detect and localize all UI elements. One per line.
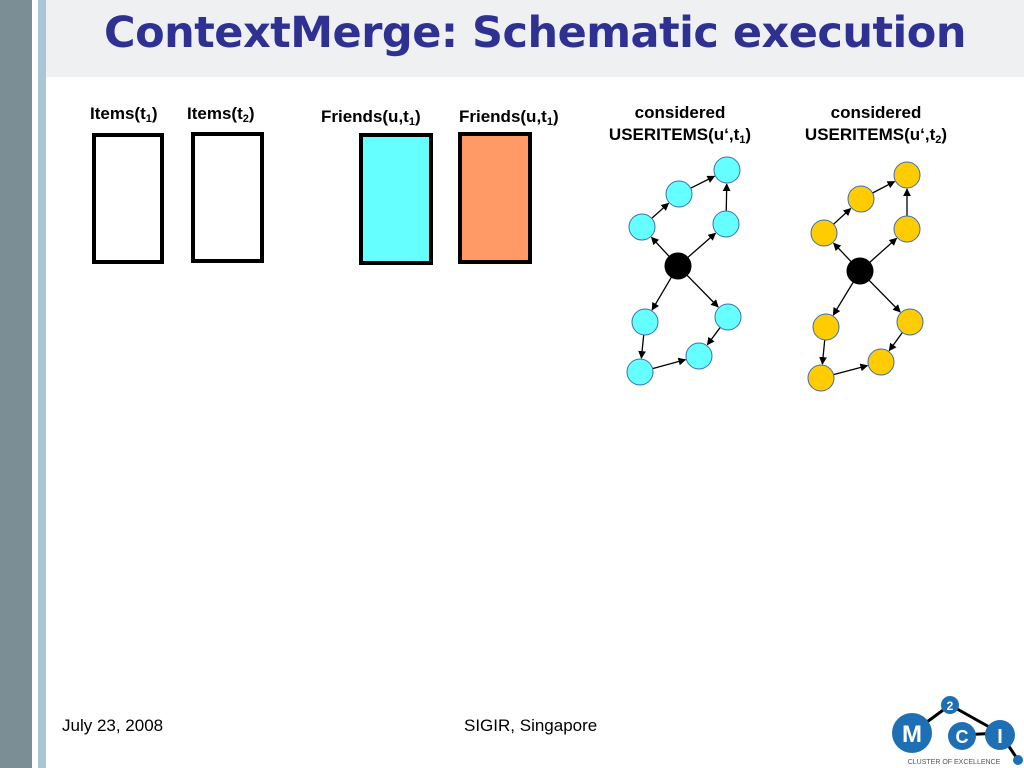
graph-node [810,219,838,247]
graph-node [665,180,693,208]
items-t2-box [191,132,264,263]
left-decoration-bar-dark [0,0,32,768]
graph-node [628,213,656,241]
graph-edge-arrow [872,180,896,194]
graph-edge-arrow [722,183,731,212]
logo-m-node [892,713,932,753]
graph-edge-arrow [650,236,670,257]
graph-node [712,210,740,238]
label-friends-2: Friends(u,t1) [459,107,559,128]
logo-i-node [985,720,1015,750]
graph-node [713,156,741,184]
graph-edge-arrow [833,242,852,263]
title-band [46,0,1024,77]
logo-2-node [941,696,959,714]
logo-caption: CLUSTER OF EXCELLENCE [908,759,1001,766]
graph-edge-arrow [833,207,852,225]
graph-edge-arrow [652,357,687,370]
graph-node [847,185,875,213]
logo-letter-2: 2 [947,699,954,713]
graph-edge-arrow [686,274,719,308]
graph-edge-arrow [687,232,717,258]
label-friends-1: Friends(u,t1) [321,107,421,128]
graph-edge-arrow [869,237,898,263]
label-items-t1: Items(t1) [90,104,158,125]
graph-edge-arrow [888,332,903,352]
mmci-logo: M 2 C I CLUSTER OF EXCELLENCE [892,696,1023,766]
useritems-t1-graph [626,156,742,386]
graph-node [631,308,659,336]
slide-title: ContextMerge: Schematic execution [104,8,966,58]
friends-1-box [359,133,433,265]
graph-center-node [846,257,874,285]
graph-edge-arrow [819,339,827,365]
logo-letter-m: M [902,721,922,748]
graph-edge-arrow [833,363,869,376]
items-t1-box [92,133,164,264]
logo-c-node [948,722,976,750]
graph-node [685,342,713,370]
graph-edge-arrow [832,281,854,316]
useritems-t2-graph [807,161,924,392]
footer-date: July 23, 2008 [62,716,164,735]
logo-letter-c: C [956,727,969,747]
graph-node [626,358,654,386]
graph-node [893,161,921,189]
left-decoration-bar-light [38,0,46,768]
logo-letter-i: I [997,726,1003,748]
graph-edge-arrow [651,202,670,219]
friends-2-box [458,132,532,264]
graph-node [714,303,742,331]
label-items-t2: Items(t2) [187,104,255,125]
graph-edge-arrow [638,334,646,359]
footer-venue: SIGIR, Singapore [464,716,598,735]
graph-node [893,215,921,243]
graph-edge-arrow [706,327,721,346]
graph-edge-arrow [651,276,672,311]
graph-edge-arrow [690,175,716,189]
graph-node [807,364,835,392]
graph-edge-arrow [868,279,901,313]
graph-node [867,348,895,376]
graph-center-node [664,252,692,280]
graph-node [896,308,924,336]
graph-node [812,313,840,341]
